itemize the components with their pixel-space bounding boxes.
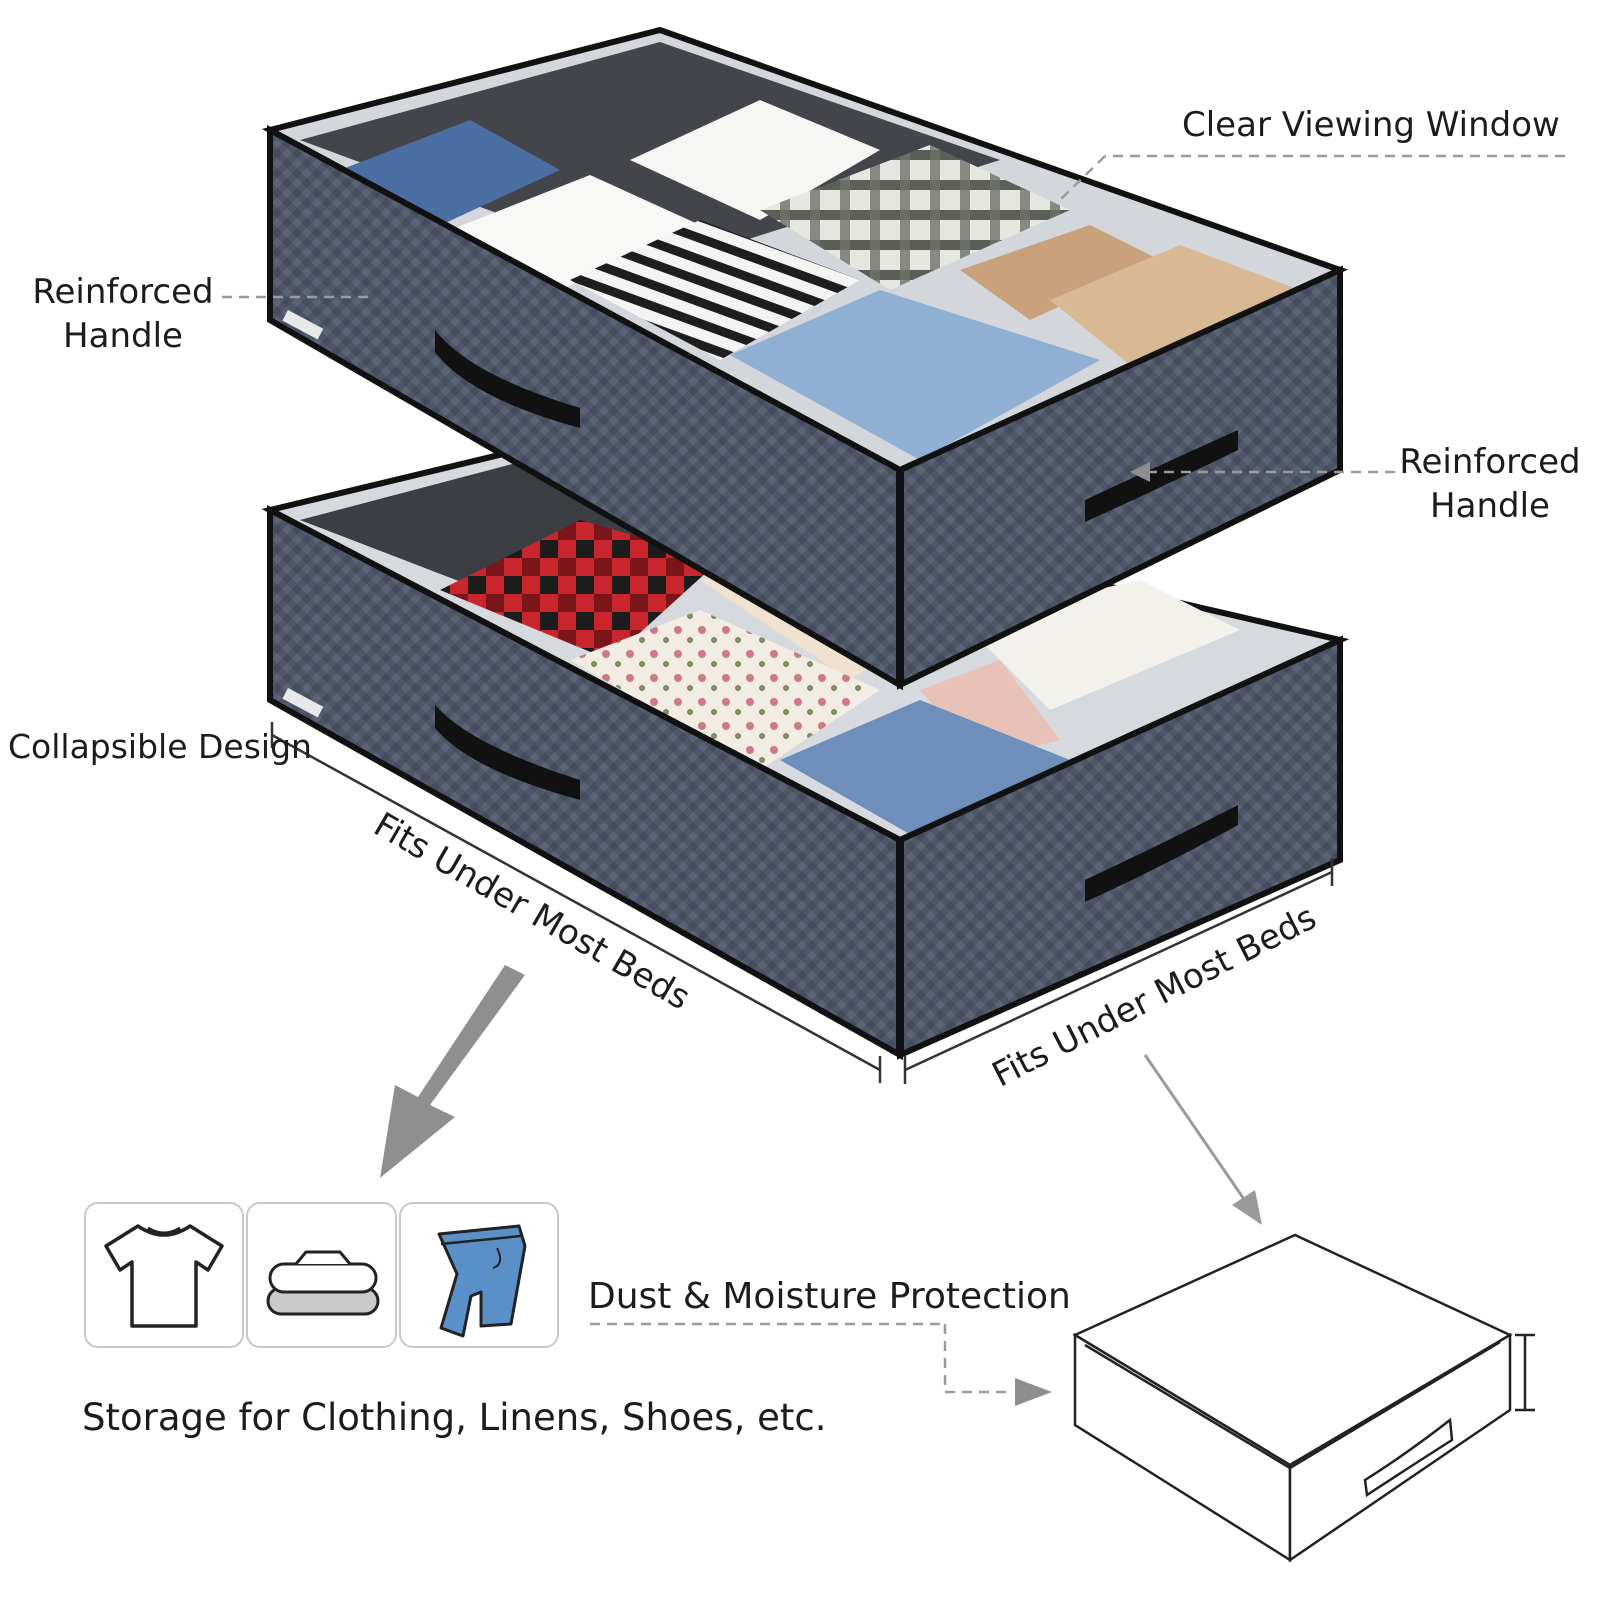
collapsible-callout: Collapsible Design <box>8 727 312 766</box>
dust-moisture-callout: Dust & Moisture Protection <box>588 1276 1071 1317</box>
red-plaid-shirt <box>440 520 720 660</box>
callout-lines <box>222 154 1565 1394</box>
arrow-to-small-box <box>1143 1054 1262 1225</box>
tshirt-icon <box>104 1224 224 1328</box>
dust-leader-drop <box>943 1324 1010 1394</box>
denim-jacket <box>730 290 1100 460</box>
right-handle-callout-line1: Reinforced <box>1399 442 1581 482</box>
top-end-handle <box>1085 430 1238 522</box>
icon-card-tshirt <box>84 1202 244 1348</box>
right-handle-arrowhead <box>1130 462 1150 482</box>
dust-arrowhead <box>1015 1378 1052 1406</box>
left-handle-callout-line2: Handle <box>63 316 183 356</box>
right-handle-callout: Reinforced Handle <box>1395 440 1585 528</box>
top-storage-box <box>261 26 1349 691</box>
jeans-bottom <box>780 700 1070 840</box>
right-handle-callout-line2: Handle <box>1430 486 1550 526</box>
gingham-shirt <box>760 145 1070 290</box>
tan-sweater <box>960 225 1160 320</box>
clear-window-callout: Clear Viewing Window <box>1182 105 1560 145</box>
storage-caption: Storage for Clothing, Linens, Shoes, etc… <box>82 1396 827 1439</box>
icon-card-jeans <box>399 1202 559 1348</box>
beige-sweater <box>1050 245 1300 365</box>
small-box-handle <box>1363 1417 1454 1498</box>
white-tshirt-back <box>630 100 880 220</box>
top-front-handle <box>435 330 580 428</box>
bottom-front-handle <box>435 705 580 800</box>
closed-box-drawing <box>1072 1233 1535 1563</box>
pink-blazer <box>920 660 1060 760</box>
jeans-icon <box>437 1224 527 1338</box>
icon-card-linens <box>246 1202 397 1348</box>
bottom-end-handle <box>1085 805 1238 902</box>
striped-shirt <box>570 220 860 360</box>
floral-shirt <box>570 610 880 770</box>
dimension-lines <box>270 722 1334 1084</box>
folded-linens-icon <box>266 1250 380 1316</box>
left-handle-callout-line1: Reinforced <box>32 272 214 312</box>
left-handle-callout: Reinforced Handle <box>28 270 218 358</box>
arrow-to-icons <box>380 965 525 1178</box>
